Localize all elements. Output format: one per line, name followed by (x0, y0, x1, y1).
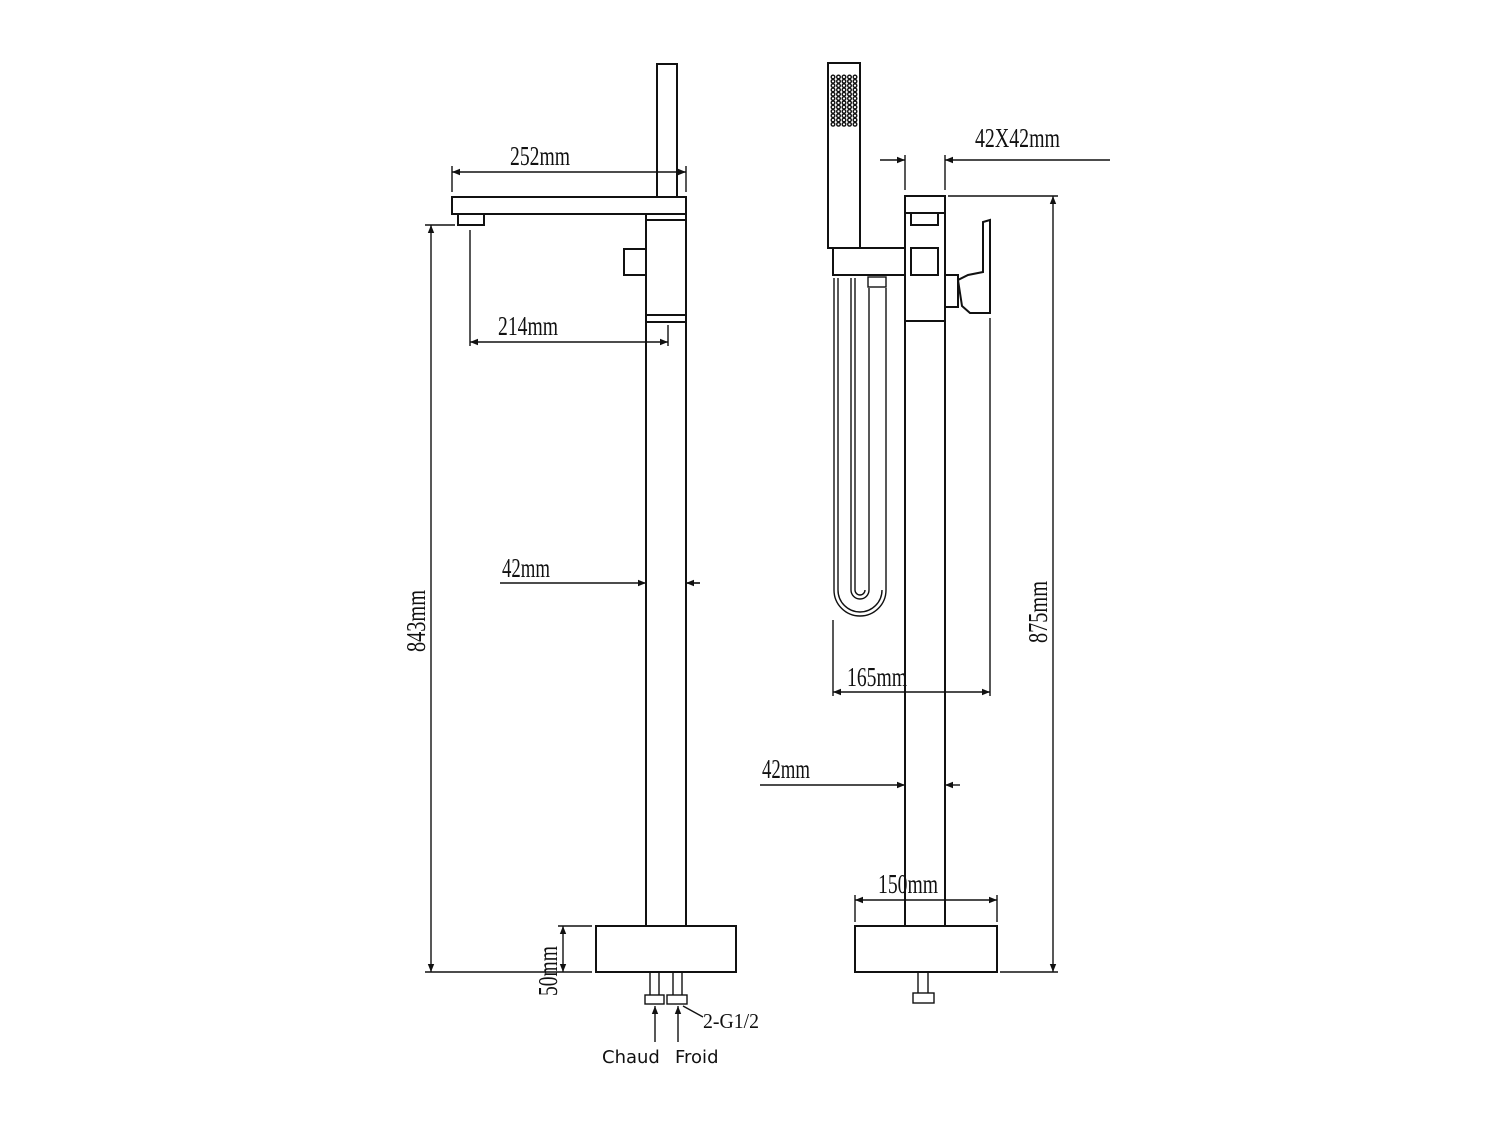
spray-hole (836, 74, 842, 80)
dim-843: 843mm (401, 590, 431, 652)
spray-hole (836, 113, 842, 119)
spray-hole (852, 100, 858, 106)
spray-hole (830, 74, 836, 80)
spray-hole (841, 74, 847, 80)
spray-hole (830, 78, 836, 84)
column-side (904, 195, 946, 927)
spray-hole (847, 104, 853, 110)
spray-hole (847, 121, 853, 127)
spray-hole (830, 87, 836, 93)
spray-hole (830, 108, 836, 114)
spray-hole (852, 87, 858, 93)
spray-hole (852, 117, 858, 123)
spray-hole (847, 83, 853, 89)
spray-hole (836, 91, 842, 97)
column (645, 213, 687, 927)
spray-hole (836, 87, 842, 93)
spray-hole (841, 91, 847, 97)
spray-hole (836, 104, 842, 110)
spray-hole (836, 95, 842, 101)
spray-hole (841, 83, 847, 89)
spray-hole (852, 121, 858, 127)
spray-hole (841, 78, 847, 84)
spray-hole (830, 100, 836, 106)
spray-hole (852, 83, 858, 89)
connection-label: 2-G1/2 (703, 1009, 759, 1033)
dim-42-front: 42mm (502, 553, 550, 583)
spray-hole (852, 95, 858, 101)
spray-hole (841, 100, 847, 106)
spray-hole (852, 78, 858, 84)
dim-42x42: 42X42mm (975, 123, 1060, 153)
spray-holes (830, 74, 858, 127)
spray-hole (841, 104, 847, 110)
spray-hole (841, 113, 847, 119)
spray-hole (852, 74, 858, 80)
spray-hole (841, 108, 847, 114)
spray-hole (847, 100, 853, 106)
base (595, 925, 737, 973)
dim-165: 165mm (847, 662, 907, 692)
spray-hole (830, 95, 836, 101)
spray-hole (836, 78, 842, 84)
dim-50: 50mm (533, 946, 563, 996)
spray-hole (847, 87, 853, 93)
spray-hole (836, 121, 842, 127)
cold-label: Froid (675, 1047, 719, 1068)
dim-150: 150mm (878, 869, 938, 899)
spray-hole (836, 108, 842, 114)
spray-hole (852, 104, 858, 110)
spray-hole (847, 113, 853, 119)
spray-hole (841, 121, 847, 127)
spray-hole (841, 87, 847, 93)
spray-hole (830, 91, 836, 97)
spout (451, 196, 687, 215)
dim-875: 875mm (1023, 581, 1053, 643)
diverter-knob (623, 248, 647, 276)
spray-hole (830, 83, 836, 89)
spray-hole (830, 104, 836, 110)
handshower-holder (832, 247, 906, 276)
spray-hole (852, 113, 858, 119)
spray-hole (847, 78, 853, 84)
spray-hole (841, 95, 847, 101)
mixer-lever (945, 218, 991, 314)
inlet-pipes (644, 972, 688, 1005)
front-view: 2-G1/2 Chaud Froid 252mm 214mm 42mm 843m… (401, 63, 759, 1068)
spray-hole (830, 113, 836, 119)
dim-214: 214mm (498, 311, 558, 341)
dim-252: 252mm (510, 141, 570, 171)
spray-hole (830, 117, 836, 123)
base-side (854, 925, 998, 973)
dim-42-side: 42mm (762, 754, 810, 784)
handshower (827, 62, 861, 249)
spray-hole (841, 117, 847, 123)
spray-hole (847, 108, 853, 114)
spout-outlet (457, 213, 485, 226)
handshower-rear (656, 63, 678, 198)
spray-hole (852, 91, 858, 97)
side-view: 42X42mm 875mm 165mm 42mm 150mm (760, 62, 1110, 1004)
hot-label: Chaud (602, 1047, 660, 1068)
spray-hole (847, 95, 853, 101)
spray-hole (852, 108, 858, 114)
spray-hole (836, 117, 842, 123)
spray-hole (847, 74, 853, 80)
spray-hole (836, 100, 842, 106)
spray-hole (847, 91, 853, 97)
hose (833, 278, 887, 617)
spray-hole (830, 121, 836, 127)
spray-hole (847, 117, 853, 123)
spray-hole (836, 83, 842, 89)
